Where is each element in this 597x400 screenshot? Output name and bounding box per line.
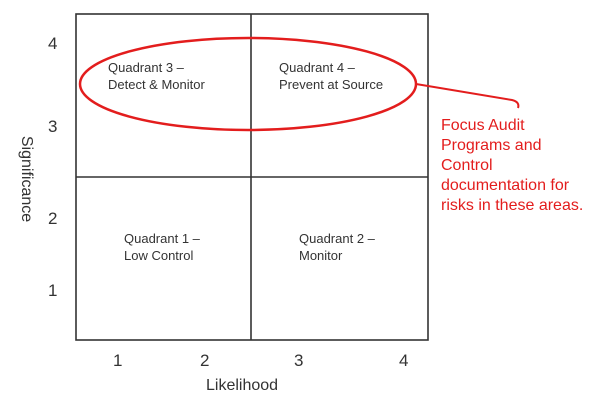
callout-line-2: Programs and xyxy=(441,137,542,154)
callout-line-5: risks in these areas. xyxy=(441,197,584,214)
callout-connector xyxy=(415,83,520,109)
y-tick-4: 4 xyxy=(48,34,58,53)
callout-line-4: documentation for xyxy=(441,177,570,194)
x-tick-3: 3 xyxy=(294,351,304,370)
y-tick-2: 2 xyxy=(48,209,58,228)
x-axis-title: Likelihood xyxy=(206,377,279,394)
quadrant-4-line2: Prevent at Source xyxy=(279,77,384,92)
x-tick-4: 4 xyxy=(399,351,409,370)
callout-text: Focus Audit Programs and Control documen… xyxy=(441,116,583,216)
y-axis-title: Significance xyxy=(18,135,35,223)
quadrant-3-line1: Quadrant 3 – xyxy=(108,60,184,75)
quadrant-1-label: Quadrant 1 – Low Control xyxy=(124,230,200,264)
x-tick-1: 1 xyxy=(113,351,123,370)
x-tick-2: 2 xyxy=(200,351,210,370)
y-tick-3: 3 xyxy=(48,117,58,136)
quadrant-2-line1: Quadrant 2 – xyxy=(299,231,375,246)
callout-line-1: Focus Audit xyxy=(441,117,525,134)
quadrant-1-line2: Low Control xyxy=(124,248,194,263)
quadrant-3-line2: Detect & Monitor xyxy=(108,77,205,92)
quadrant-4-label: Quadrant 4 – Prevent at Source xyxy=(279,59,383,93)
quadrant-2-line2: Monitor xyxy=(299,248,343,263)
quadrant-2-label: Quadrant 2 – Monitor xyxy=(299,230,375,264)
quadrant-3-label: Quadrant 3 – Detect & Monitor xyxy=(108,59,205,93)
quadrant-1-line1: Quadrant 1 – xyxy=(124,231,200,246)
y-tick-1: 1 xyxy=(48,281,58,300)
callout-line-3: Control xyxy=(441,157,493,174)
quadrant-4-line1: Quadrant 4 – xyxy=(279,60,355,75)
